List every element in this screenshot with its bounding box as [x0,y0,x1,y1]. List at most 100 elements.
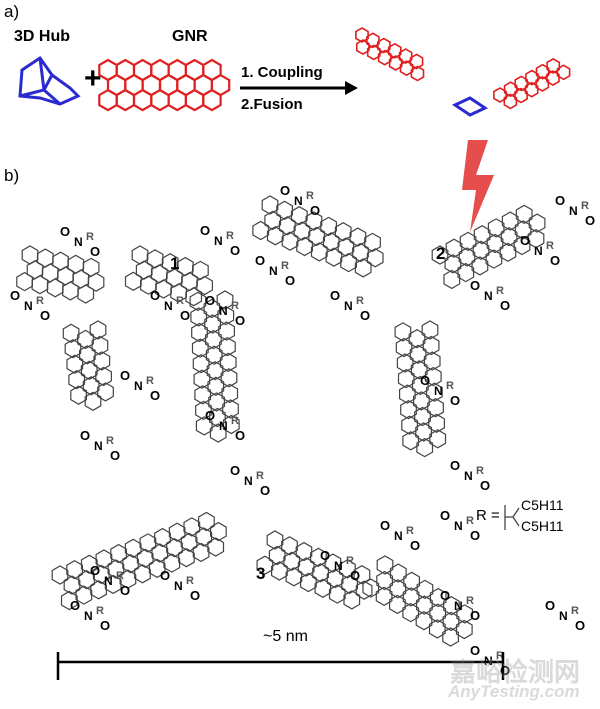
nitrogen-atom: N [219,304,228,318]
molecule-3-ring [281,536,298,556]
molecule-3-ring [300,572,317,593]
molecule-3-ring [207,376,225,396]
molecule-2-ring [252,220,270,241]
molecule-3-ring [271,561,288,581]
molecule-3-ring [75,585,93,605]
molecule-3-ring [80,554,98,574]
oxygen-atom: O [200,223,210,238]
molecule-2-ring [408,329,426,349]
product-arm-ring [376,37,391,54]
molecule-2-ring [296,236,313,257]
oxygen-atom: O [480,478,490,493]
oxygen-atom: O [450,458,460,473]
molecule-3-ring [220,368,238,388]
nitrogen-atom: N [464,469,473,483]
molecule-3-ring [256,555,274,575]
molecule-1-ring [62,281,79,301]
step-1-label: 1. Coupling [241,64,323,81]
oxygen-atom: O [110,448,120,463]
scale-label: ~5 nm [263,628,308,645]
molecule-2-ring [500,227,518,247]
r-substituent: R [581,200,589,212]
molecule-3-ring [297,557,315,577]
molecule-2-ring [337,237,355,257]
molecule-3-ring [168,522,186,542]
molecule-3-ring [285,567,303,587]
product-arm-ring [399,60,414,77]
molecule-2-ring [414,406,431,427]
molecule-3-ring [51,565,69,585]
molecule-2-ring [399,384,416,404]
r-substituent: R [36,295,44,307]
molecule-3-ring [192,542,210,563]
molecule-2-ring [499,242,517,262]
molecule-2-ring [501,211,519,231]
molecule-2-ring [472,240,490,260]
oxygen-atom: O [285,273,295,288]
molecule-3-ring [218,321,235,341]
r-substituent: R [186,575,194,587]
molecule-2-ring [429,429,447,449]
product-arm-ring [388,55,403,71]
molecule-3-ring [376,555,394,575]
molecule-3-ring [324,553,342,573]
r-substituent: R [116,570,124,582]
product-arm-ring [377,49,392,66]
molecule-1-ring [95,366,113,387]
molecule-3-ring [208,392,225,412]
r-substituent: R [231,300,239,312]
product-arm-ring [514,75,529,92]
molecule-3-ring [110,543,128,564]
molecule-3-ring [376,570,393,591]
molecule-2-ring [445,238,463,258]
oxygen-atom: O [440,508,450,523]
compound-3-label: 3 [256,564,266,583]
oxygen-atom: O [310,203,320,218]
nitrogen-atom: N [214,234,223,248]
molecule-3-ring [416,595,433,615]
molecule-2-ring [308,226,325,247]
nitrogen-atom: N [559,609,568,623]
molecule-1-ring [68,370,86,390]
molecule-3-ring [310,547,327,567]
watermark-cn: 嘉峪检测网 [450,657,581,687]
r-substituent: R [476,465,484,477]
molecule-2-ring [278,216,296,236]
product-arm-ring [546,57,561,74]
product-arm-ring [535,75,550,92]
gnr-ring [167,88,187,112]
molecule-3-ring [222,399,239,419]
product-arm-ring [355,39,370,56]
molecule-3-ring [221,383,239,404]
molecule-3-ring [163,553,181,573]
molecule-3-ring [92,564,110,585]
molecule-3-ring [193,369,211,389]
oxygen-atom: O [235,428,245,443]
molecule-2-ring [264,210,282,231]
molecule-3-ring [216,290,234,310]
molecule-3-ring [341,574,358,595]
panel-a-label: a) [4,2,20,21]
molecule-1-ring [78,345,96,365]
molecule-3-ring [402,602,420,623]
gnr-ring [115,88,136,112]
molecule-2-ring [310,242,328,262]
molecule-3-ring [183,517,201,537]
molecule-3-ring [343,590,361,610]
molecule-3-ring [189,291,207,312]
r-substituent: R [306,190,314,202]
nitrogen-atom: N [164,299,173,313]
oxygen-atom: O [555,193,565,208]
nitrogen-atom: N [434,384,443,398]
step-2-label: 2.Fusion [241,96,303,113]
molecule-2-ring [457,262,475,283]
molecule-3-ring [328,584,346,604]
r-substituent: R [176,295,184,307]
product-arm-ring [409,53,424,70]
watermark-en: AnyTesting.com [448,682,580,701]
molecule-3-ring [314,578,332,598]
r-substituent: R [571,605,579,617]
nitrogen-atom: N [534,244,543,258]
molecule-2-ring [394,322,412,342]
molecule-3-ring [442,611,460,632]
